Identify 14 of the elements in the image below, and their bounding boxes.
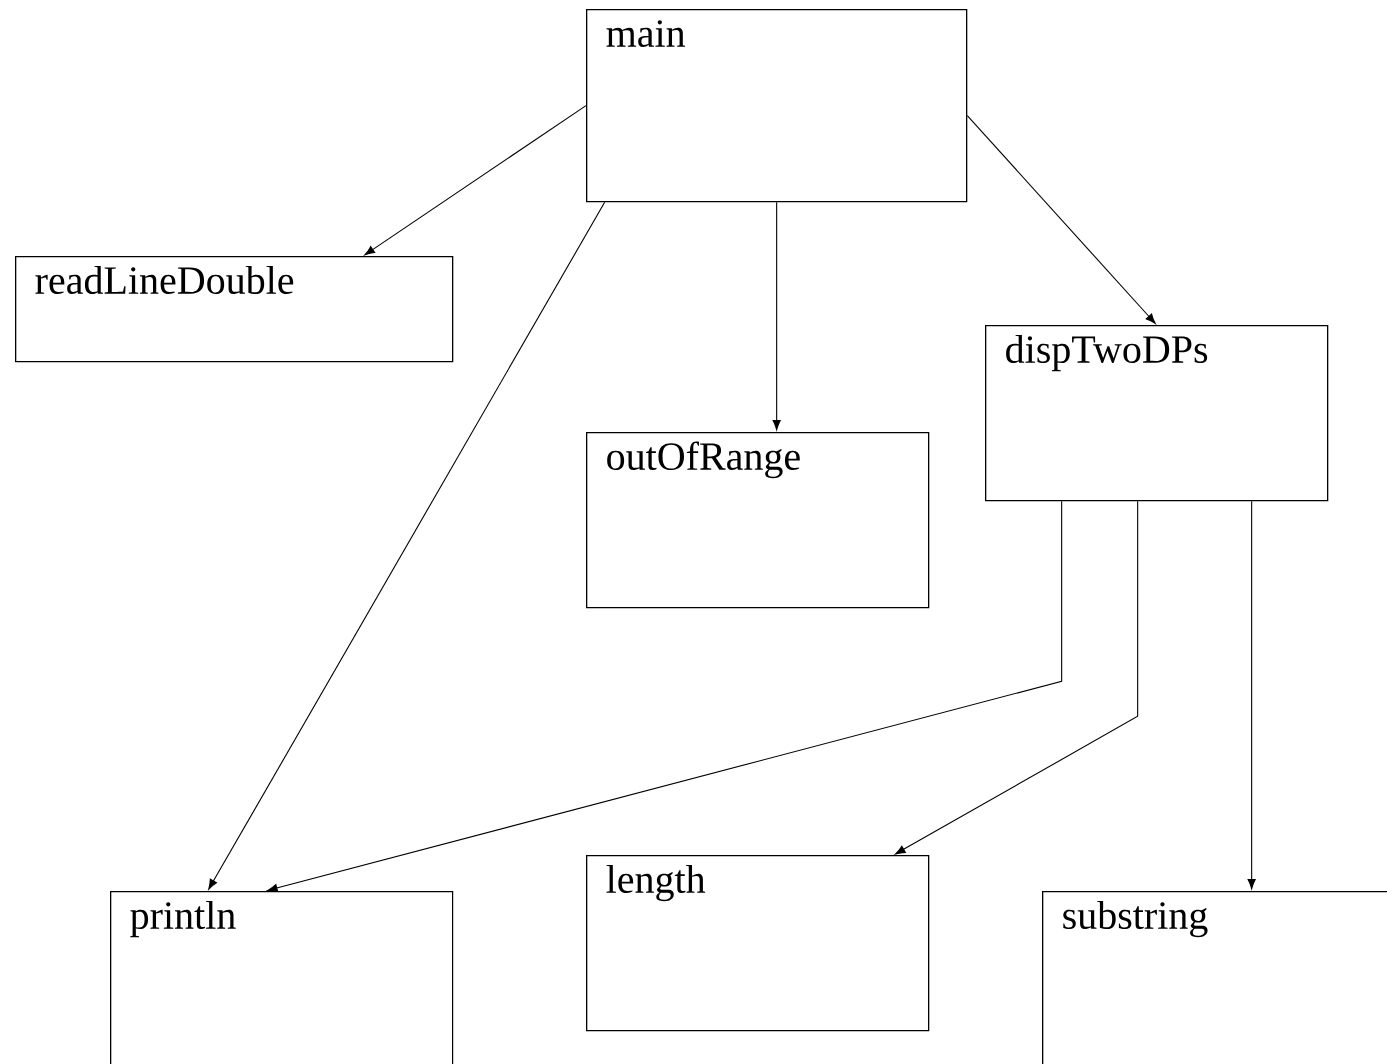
function-box: length [586,855,930,1032]
arrow [772,201,781,431]
arrow [267,500,1063,893]
arrow [895,500,1139,855]
arrow [364,105,587,256]
function-box: readLineDouble [15,256,454,363]
function-box: println [110,891,454,1064]
function-box: dispTwoDPs [985,325,1329,502]
function-box: substring [1042,891,1387,1064]
arrow [1247,500,1256,890]
function-box: main [586,9,968,203]
arrow [966,115,1156,324]
arrow [208,201,606,890]
function-box: outOfRange [586,432,930,609]
